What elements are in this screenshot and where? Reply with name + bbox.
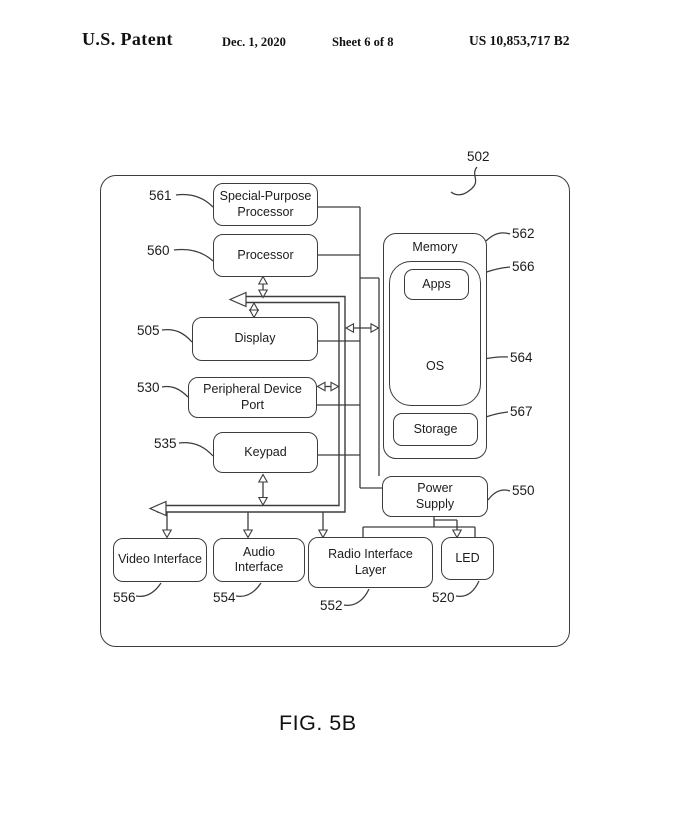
bus-left-arrow-top: [228, 291, 247, 308]
video-interface-label: Video Interface: [118, 552, 202, 567]
arrow-processor-down: [257, 289, 269, 299]
device-outline: [100, 175, 570, 647]
leader-561: [175, 193, 214, 208]
keypad-label: Keypad: [244, 444, 287, 459]
display-label: Display: [234, 331, 276, 346]
arrow-memory-right: [370, 322, 380, 334]
ref-556: 556: [113, 590, 136, 605]
block-audio-interface: Audio Interface: [213, 538, 305, 582]
memory-label: Memory: [412, 240, 458, 254]
block-video-interface: Video Interface: [113, 538, 207, 582]
ref-502: 502: [467, 149, 490, 164]
block-display: Display: [192, 317, 318, 361]
leader-554: [235, 582, 262, 598]
block-special-purpose-processor: Special-Purpose Processor: [213, 183, 318, 226]
arrow-processor-up: [257, 275, 269, 285]
arrow-led-down: [451, 529, 463, 539]
peripheral-device-port-label: Peripheral Device Port: [203, 382, 302, 412]
leader-550: [487, 489, 511, 501]
radio-interface-layer-label: Radio Interface Layer: [328, 547, 413, 577]
arrow-display-up: [248, 301, 260, 312]
arrow-keypad-down: [257, 496, 269, 507]
ref-550: 550: [512, 483, 535, 498]
led-label: LED: [455, 550, 480, 565]
figure-caption: FIG. 5B: [279, 711, 357, 735]
power-supply-label: Power Supply: [415, 481, 455, 511]
signal-lines: [166, 206, 476, 538]
ref-564: 564: [510, 350, 533, 365]
arrow-memory-left: [344, 322, 355, 334]
ref-535: 535: [154, 436, 177, 451]
block-peripheral-device-port: Peripheral Device Port: [188, 377, 317, 418]
audio-interface-label: Audio Interface: [234, 544, 284, 574]
bus-end-arrowheads: [148, 291, 247, 517]
ref-562: 562: [512, 226, 535, 241]
arrow-video-down: [161, 529, 173, 539]
leader-535: [178, 441, 214, 457]
ref-561: 561: [149, 188, 172, 203]
leader-505: [161, 328, 193, 343]
ref-567: 567: [510, 404, 533, 419]
block-os: Apps OS: [389, 261, 481, 406]
leader-552: [343, 588, 370, 606]
leader-502: [450, 166, 478, 196]
system-bus: [157, 295, 346, 513]
arrow-radio-down: [317, 529, 329, 539]
ref-560: 560: [147, 243, 170, 258]
ref-552: 552: [320, 598, 343, 613]
leader-556: [135, 582, 162, 598]
processor-label: Processor: [237, 247, 294, 262]
block-storage: Storage: [393, 413, 478, 446]
arrow-keypad-up: [257, 473, 269, 483]
leader-530: [161, 385, 189, 398]
arrow-audio-down: [242, 529, 254, 539]
block-power-supply: Power Supply: [382, 476, 488, 517]
block-led: LED: [441, 537, 494, 580]
bus-inner: [157, 301, 340, 507]
leader-562: [485, 232, 511, 242]
ref-530: 530: [137, 380, 160, 395]
patent-number: US 10,853,717 B2: [469, 33, 570, 48]
patent-sheet-number: Sheet 6 of 8: [332, 35, 394, 49]
block-radio-interface-layer: Radio Interface Layer: [308, 537, 433, 588]
block-apps: Apps: [404, 269, 469, 300]
block-processor: Processor: [213, 234, 318, 277]
arrow-display-down: [248, 309, 260, 319]
os-label: OS: [425, 359, 445, 373]
special-purpose-processor-label: Special-Purpose Processor: [219, 189, 312, 219]
bus-outer: [157, 295, 346, 513]
block-keypad: Keypad: [213, 432, 318, 473]
arrow-pdp-left: [316, 381, 326, 392]
patent-date: Dec. 1, 2020: [222, 35, 286, 49]
leader-520: [455, 580, 480, 598]
apps-label: Apps: [422, 276, 451, 291]
block-memory: Memory Apps OS Storage: [383, 233, 487, 459]
arrow-pdp-right: [330, 381, 340, 392]
bus-left-arrow-bottom: [148, 500, 167, 517]
ref-505: 505: [137, 323, 160, 338]
arrowheads: [161, 275, 463, 539]
ref-566: 566: [512, 259, 535, 274]
ref-554: 554: [213, 590, 236, 605]
patent-title: U.S. Patent: [82, 29, 173, 49]
ref-520: 520: [432, 590, 455, 605]
leader-560: [173, 248, 214, 262]
storage-label: Storage: [413, 421, 458, 436]
